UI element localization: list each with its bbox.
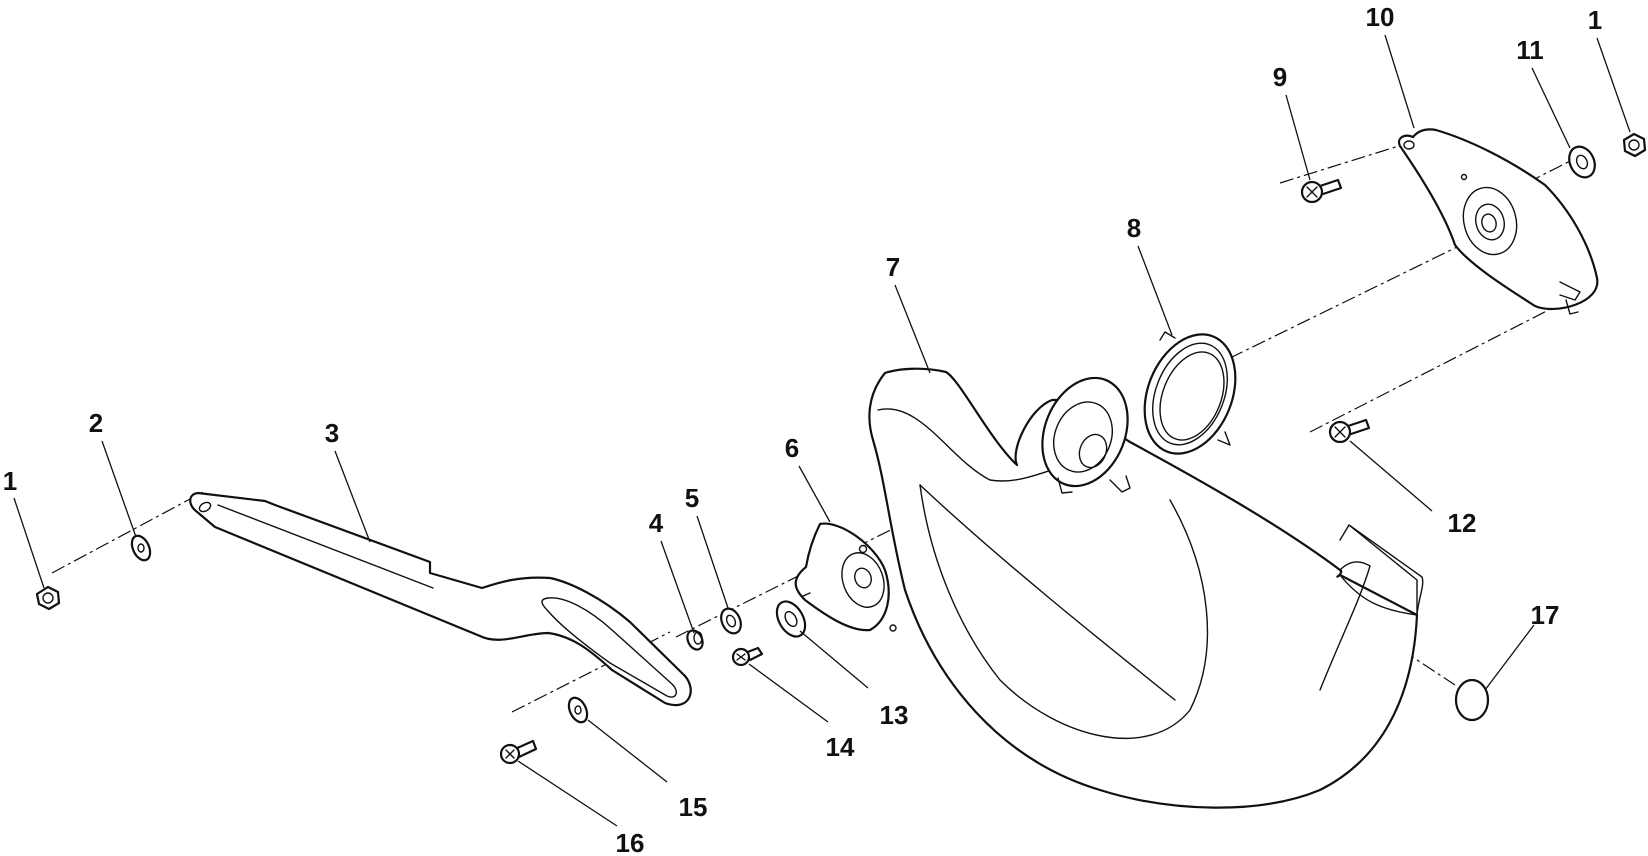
blade-guard xyxy=(868,367,1424,809)
spring xyxy=(1143,331,1237,455)
part-13-washer xyxy=(775,600,807,638)
callout-1-left: 1 xyxy=(3,466,17,496)
callout-labels: 1 2 3 4 5 6 7 8 9 10 11 1 12 13 14 15 16… xyxy=(3,2,1602,856)
part-5-washer xyxy=(720,607,742,635)
callout-5: 5 xyxy=(685,483,699,513)
callout-15: 15 xyxy=(679,792,708,822)
link-arm xyxy=(189,491,692,707)
callout-2: 2 xyxy=(89,408,103,438)
part-16-screw xyxy=(499,739,538,765)
callout-9: 9 xyxy=(1273,62,1287,92)
callout-11: 11 xyxy=(1516,35,1544,65)
part-1-nut-right xyxy=(1622,132,1647,158)
part-9-screw xyxy=(1300,178,1343,204)
part-17-plug xyxy=(1454,678,1490,722)
part-11-washer xyxy=(1568,145,1596,179)
cover-plate xyxy=(1397,128,1599,315)
callout-1-right: 1 xyxy=(1588,5,1602,35)
callout-6: 6 xyxy=(785,433,799,463)
part-1-nut-left xyxy=(35,585,61,611)
callout-17: 17 xyxy=(1531,600,1560,630)
part-4-bushing xyxy=(686,629,704,651)
callout-10: 10 xyxy=(1366,2,1395,32)
callout-4: 4 xyxy=(649,508,664,538)
callout-13: 13 xyxy=(880,700,909,730)
part-14-screw xyxy=(731,646,764,667)
leader-lines xyxy=(13,34,1631,827)
callout-7: 7 xyxy=(886,252,900,282)
bracket-plate xyxy=(794,522,897,632)
part-15-washer xyxy=(567,696,589,724)
part-12-screw xyxy=(1328,418,1371,444)
callout-3: 3 xyxy=(325,418,339,448)
callout-12: 12 xyxy=(1448,508,1477,538)
callout-16: 16 xyxy=(616,828,645,856)
part-2-washer xyxy=(130,534,152,562)
callout-14: 14 xyxy=(826,732,855,762)
callout-8: 8 xyxy=(1127,213,1141,243)
